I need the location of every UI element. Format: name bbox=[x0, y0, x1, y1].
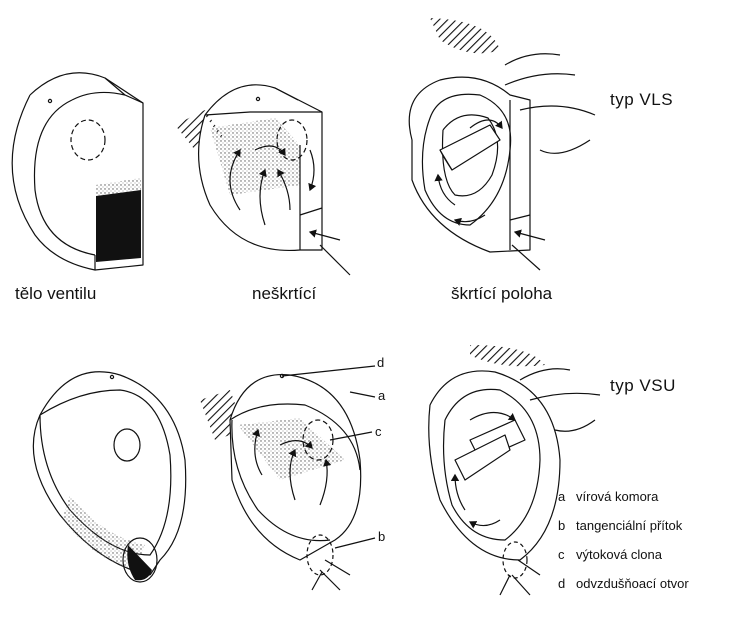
vls-non-throttling-drawing bbox=[175, 85, 350, 275]
callout-b: b bbox=[378, 530, 385, 544]
legend-key: a bbox=[558, 489, 572, 505]
vls-throttling-drawing bbox=[409, 18, 595, 270]
vsu-valve-body-drawing bbox=[33, 372, 185, 582]
vsu-non-throttling-drawing bbox=[200, 366, 375, 590]
legend-item-b: b tangenciální přítok bbox=[558, 518, 730, 547]
legend-item-d: d odvzdušňoací otvor bbox=[558, 576, 730, 605]
legend-text: výtoková clona bbox=[576, 547, 662, 562]
legend-text: tangenciální přítok bbox=[576, 518, 682, 533]
legend-key: d bbox=[558, 576, 572, 592]
callout-c: c bbox=[375, 425, 382, 439]
legend-item-c: c výtoková clona bbox=[558, 547, 730, 576]
vls-valve-body-drawing bbox=[12, 73, 143, 270]
callout-a: a bbox=[378, 389, 385, 403]
legend-text: odvzdušňoací otvor bbox=[576, 576, 689, 591]
legend-item-a: a vírová komora bbox=[558, 489, 730, 518]
label-valve-body: tělo ventilu bbox=[15, 284, 96, 304]
legend-key: c bbox=[558, 547, 572, 563]
callout-d: d bbox=[377, 356, 384, 370]
type-vsu-label: typ VSU bbox=[610, 376, 676, 396]
type-vls-label: typ VLS bbox=[610, 90, 673, 110]
legend-key: b bbox=[558, 518, 572, 534]
label-throttling-position: škrtící poloha bbox=[451, 284, 552, 304]
label-non-throttling: neškrtící bbox=[252, 284, 316, 304]
legend-text: vírová komora bbox=[576, 489, 658, 504]
